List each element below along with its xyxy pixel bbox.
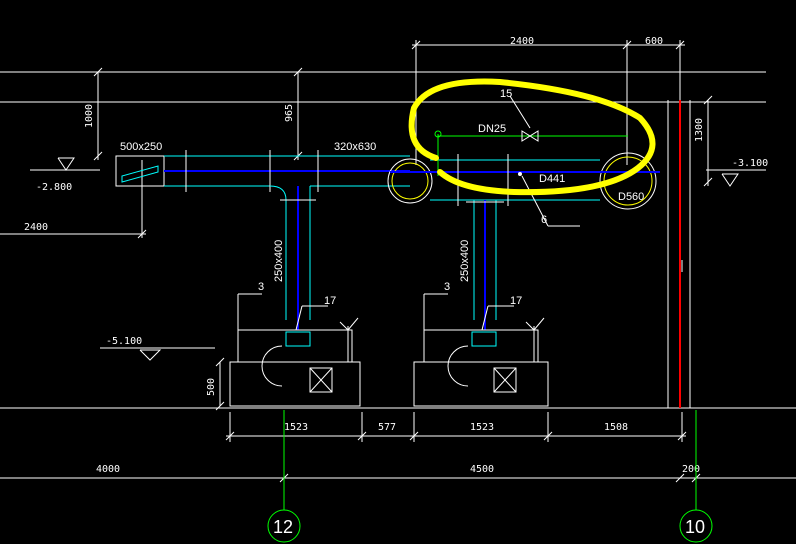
dim-text-200: 200 xyxy=(682,464,700,475)
dim-text-4500: 4500 xyxy=(470,464,494,475)
round-pipe-left xyxy=(387,158,433,204)
dim-text-1523-a: 1523 xyxy=(284,422,308,433)
tick xyxy=(675,473,685,483)
dim-text-1300: 1300 xyxy=(694,118,705,142)
unit-a-filter xyxy=(309,367,333,393)
unit-a-fan-arc xyxy=(261,345,283,387)
leader-17b-drop xyxy=(481,305,489,331)
label-pipe-d441: D441 xyxy=(539,173,565,185)
tag-17b: 17 xyxy=(510,295,522,307)
dim-text-2400-top: 2400 xyxy=(510,36,534,47)
round-pipe-left-inner xyxy=(391,162,429,200)
yellow-highlight-circle xyxy=(408,78,656,196)
unit-a-connector xyxy=(285,331,311,347)
dim-text-577: 577 xyxy=(378,422,396,433)
dn25-valve-left xyxy=(521,130,531,142)
axis-bubble-12 xyxy=(267,509,301,543)
axis-label-10: 10 xyxy=(685,517,705,537)
leader-6 xyxy=(521,175,549,227)
tag-6: 6 xyxy=(541,214,547,226)
leader-17a-drop xyxy=(295,305,303,331)
dim-text-600-top: 600 xyxy=(645,36,663,47)
dim-text-500: 500 xyxy=(206,378,217,396)
elev-left-bottom-triangle xyxy=(139,349,162,361)
tick xyxy=(293,67,303,77)
tick xyxy=(675,40,685,50)
dim-text-2400-left: 2400 xyxy=(24,222,48,233)
branch-duct-b xyxy=(466,200,504,330)
unit-a-body xyxy=(237,329,353,363)
tag-3a: 3 xyxy=(258,281,264,293)
round-pipe-group xyxy=(387,152,660,227)
tag-17a: 17 xyxy=(324,295,336,307)
duct-inlet-transition xyxy=(121,165,159,183)
main-duct xyxy=(115,150,410,192)
dim-text-1000: 1000 xyxy=(84,104,95,128)
branch-duct-a xyxy=(269,185,316,330)
elev-text-left-bottom: -5.100 xyxy=(106,336,142,347)
bottom-dim-chain xyxy=(225,412,687,442)
elev-left-top-triangle xyxy=(57,157,75,171)
tick xyxy=(409,431,419,441)
unit-b-body xyxy=(423,329,539,363)
tag-3b: 3 xyxy=(444,281,450,293)
tick xyxy=(215,357,225,367)
label-duct-320x630: 320x630 xyxy=(334,141,376,153)
elevation-markers xyxy=(30,157,766,361)
tick xyxy=(93,151,103,161)
tick xyxy=(622,40,632,50)
equipment-unit-b xyxy=(413,293,549,407)
tick xyxy=(225,431,235,441)
tag-15: 15 xyxy=(500,88,512,100)
dn25-pipe xyxy=(434,95,628,176)
label-pipe-dn25: DN25 xyxy=(478,123,506,135)
label-duct-500x250: 500x250 xyxy=(120,141,162,153)
unit-b-filter xyxy=(493,367,517,393)
tick xyxy=(677,431,687,441)
dn25-valve-right xyxy=(529,130,539,142)
dim-text-4000: 4000 xyxy=(96,464,120,475)
reference-lines xyxy=(0,71,796,479)
elev-text-left-top: -2.800 xyxy=(36,182,72,193)
tick xyxy=(357,431,367,441)
dim-500 xyxy=(215,357,225,411)
axis-label-12: 12 xyxy=(273,517,293,537)
tick xyxy=(703,95,713,105)
unit-b-filter-x xyxy=(493,367,517,393)
unit-b-connector xyxy=(471,331,497,347)
tick xyxy=(703,177,713,187)
unit-a-drain-trap xyxy=(339,317,359,331)
dn25-node xyxy=(434,130,442,138)
unit-b-fan-arc xyxy=(447,345,469,387)
dim-text-1523-b: 1523 xyxy=(470,422,494,433)
axis-bubble-10 xyxy=(679,509,713,543)
label-pipe-d560: D560 xyxy=(618,191,644,203)
label-duct-250x400-a: 250x400 xyxy=(273,240,285,282)
unit-a-filter-x xyxy=(309,367,333,393)
elev-right-top-triangle xyxy=(721,173,739,187)
tick xyxy=(411,40,421,50)
right-wall xyxy=(667,100,691,408)
tick xyxy=(93,67,103,77)
label-duct-250x400-b: 250x400 xyxy=(459,240,471,282)
leader-15 xyxy=(509,95,531,129)
dim-text-965: 965 xyxy=(284,104,295,122)
leader-6-dot xyxy=(518,172,522,176)
grid-axes xyxy=(267,410,713,543)
equipment-unit-a xyxy=(229,293,361,407)
tick xyxy=(215,401,225,411)
left-vertical-dims xyxy=(0,67,713,239)
dim-text-1508: 1508 xyxy=(604,422,628,433)
elev-text-right-top: -3.100 xyxy=(732,158,768,169)
tick xyxy=(137,229,147,239)
tick xyxy=(543,431,553,441)
round-pipe-right xyxy=(599,152,657,210)
unit-b-drain-trap xyxy=(525,317,545,331)
